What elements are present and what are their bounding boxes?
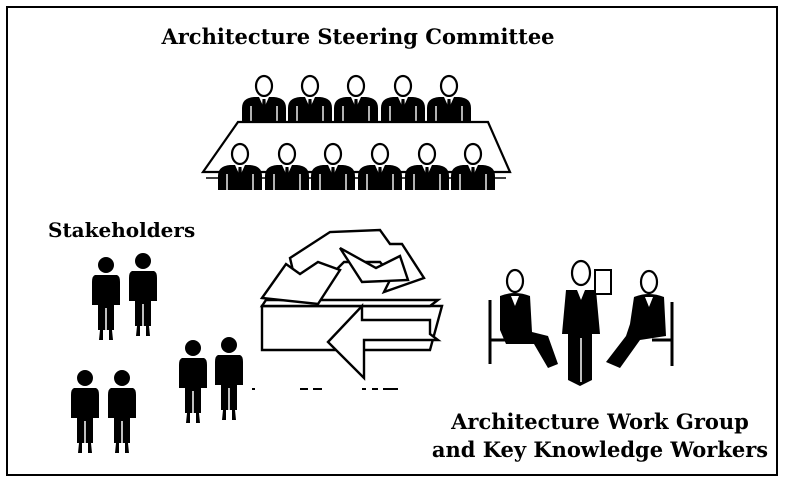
committee-member-icon	[379, 74, 427, 124]
conference-table-icon	[200, 120, 512, 174]
standing-person-icon	[91, 256, 121, 341]
committee-member-icon	[240, 74, 288, 124]
standing-person-icon	[178, 339, 208, 424]
committee-member-icon	[332, 74, 380, 124]
work-group-title: Architecture Work Group and Key Knowledg…	[430, 408, 770, 464]
stakeholders-title: Stakeholders	[48, 218, 196, 242]
standing-person-icon	[70, 369, 100, 454]
stakeholder-group-top	[91, 252, 158, 341]
standing-person-icon	[128, 252, 158, 337]
seated-person-icon	[606, 269, 674, 368]
work-group-title-line2: and Key Knowledge Workers	[431, 437, 769, 462]
diagram-frame	[6, 6, 778, 476]
stakeholder-group-middle	[178, 336, 244, 424]
work-group-title-line1: Architecture Work Group	[451, 409, 749, 434]
standing-presenter-icon	[562, 259, 612, 386]
standing-person-icon	[107, 369, 137, 454]
committee-back-row	[240, 74, 473, 124]
committee-member-icon	[425, 74, 473, 124]
committee-member-icon	[286, 74, 334, 124]
work-group	[488, 259, 674, 386]
cycle-arrows-icon	[259, 228, 444, 381]
seated-person-icon	[488, 268, 558, 368]
standing-person-icon	[214, 336, 244, 421]
committee-title: Architecture Steering Committee	[161, 24, 555, 49]
stakeholder-group-bottom	[70, 369, 137, 454]
